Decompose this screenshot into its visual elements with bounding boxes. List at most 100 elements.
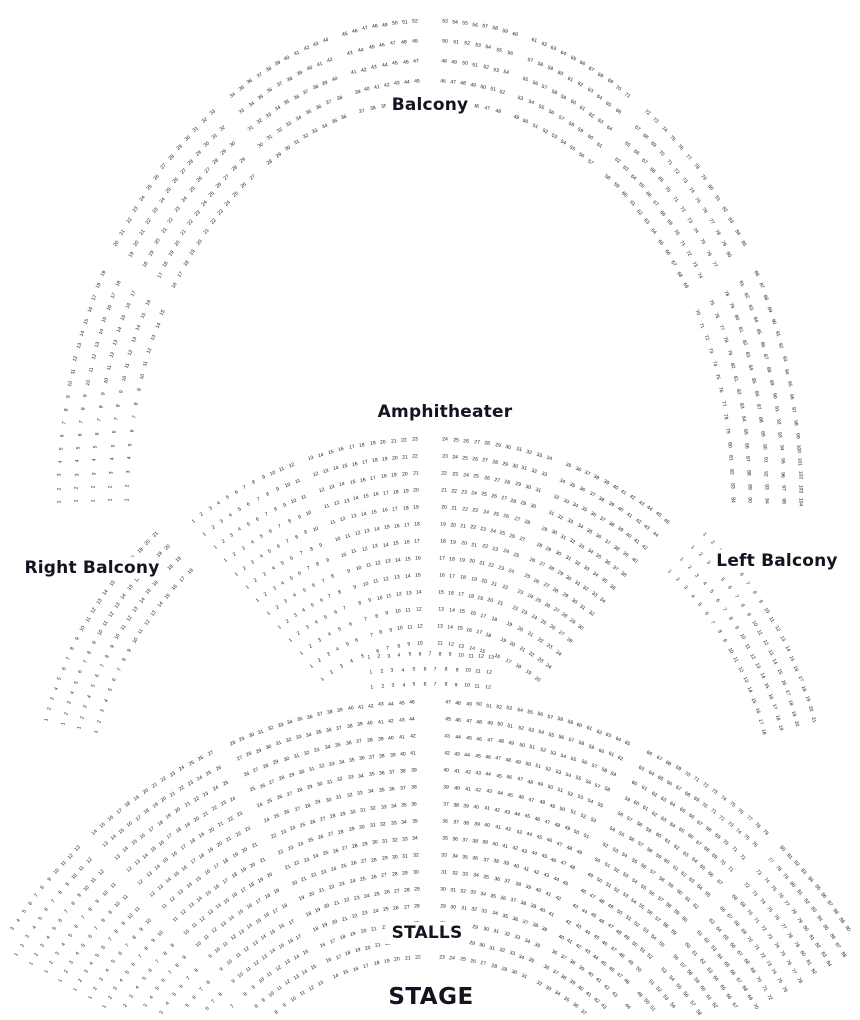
seat-stalls-r4-25[interactable]: 25 xyxy=(382,906,390,914)
seat-balcony-r5-84[interactable]: 84 xyxy=(733,228,742,237)
seat-balcony-r4-1[interactable]: 1 xyxy=(73,499,80,503)
seat-stalls-r13-79[interactable]: 79 xyxy=(791,940,801,949)
seat-balcony-r5-27[interactable]: 27 xyxy=(159,162,168,172)
seat-stalls-r1-15[interactable]: 15 xyxy=(342,968,350,977)
seat-balcony-r3-34[interactable]: 34 xyxy=(274,104,282,113)
seat-stalls-r5-22[interactable]: 22 xyxy=(343,897,351,905)
seat-stalls-r15-23[interactable]: 23 xyxy=(186,779,195,788)
seat-right-balcony-r1-17[interactable]: 17 xyxy=(178,575,187,584)
seat-balcony-r3-94[interactable]: 94 xyxy=(763,498,770,504)
seat-amphitheater-r11-25[interactable]: 25 xyxy=(472,473,480,480)
seat-stalls-r2-9[interactable]: 9 xyxy=(261,997,268,1004)
seat-balcony-r4-27[interactable]: 27 xyxy=(179,167,188,176)
seat-amphitheater-r5-7[interactable]: 7 xyxy=(327,593,333,600)
seat-balcony-r4-79[interactable]: 79 xyxy=(718,239,728,248)
seat-stalls-r15-66[interactable]: 66 xyxy=(665,779,674,788)
seat-amphitheater-r13-25[interactable]: 25 xyxy=(452,437,459,444)
seat-right-balcony-r2-5[interactable]: 5 xyxy=(90,683,97,689)
seat-balcony-r4-19[interactable]: 19 xyxy=(127,250,136,259)
seat-amphitheater-r6-11[interactable]: 11 xyxy=(365,562,372,570)
seat-amphitheater-r5-11[interactable]: 11 xyxy=(372,578,380,586)
seat-stalls-r5-26[interactable]: 26 xyxy=(383,889,390,896)
seat-stalls-r6-9[interactable]: 9 xyxy=(207,953,214,961)
seat-stalls-r11-6[interactable]: 6 xyxy=(100,944,108,951)
seat-amphitheater-r2-6[interactable]: 6 xyxy=(354,637,360,645)
seat-stalls-r6-11[interactable]: 11 xyxy=(221,940,230,949)
seat-amphitheater-r8-3[interactable]: 3 xyxy=(261,571,268,579)
seat-balcony-r1-73[interactable]: 73 xyxy=(706,347,715,355)
seat-right-balcony-r4-20[interactable]: 20 xyxy=(143,538,152,547)
seat-stalls-r14-37[interactable]: 37 xyxy=(356,738,363,746)
seat-amphitheater-r1-18[interactable]: 18 xyxy=(514,662,522,671)
seat-right-balcony-r3-8[interactable]: 8 xyxy=(86,649,94,655)
seat-right-balcony-r2-18[interactable]: 18 xyxy=(166,563,176,572)
seat-balcony-r4-74[interactable]: 74 xyxy=(686,186,696,195)
seat-stalls-r14-84[interactable]: 84 xyxy=(824,959,833,968)
seat-balcony-r4-93[interactable]: 93 xyxy=(776,431,784,439)
seat-stalls-r16-56[interactable]: 56 xyxy=(536,711,544,719)
seat-balcony-r4-85[interactable]: 85 xyxy=(755,328,763,336)
seat-balcony-r1-31[interactable]: 31 xyxy=(292,138,301,147)
seat-amphitheater-r13-43[interactable]: 43 xyxy=(637,499,646,508)
seat-balcony-r4-11[interactable]: 11 xyxy=(87,366,95,374)
seat-stalls-r16-37[interactable]: 37 xyxy=(316,711,324,719)
seat-stalls-r6-37[interactable]: 37 xyxy=(504,878,511,886)
seat-stalls-r16-31[interactable]: 31 xyxy=(257,728,265,736)
seat-stalls-r15-30[interactable]: 30 xyxy=(264,743,273,752)
seat-amphitheater-r10-24[interactable]: 24 xyxy=(470,490,478,497)
seat-stalls-r9-44[interactable]: 44 xyxy=(525,831,533,839)
seat-stalls-r8-12[interactable]: 12 xyxy=(198,915,207,924)
seat-balcony-r4-84[interactable]: 84 xyxy=(751,315,759,324)
seat-amphitheater-r11-31[interactable]: 31 xyxy=(534,487,542,495)
seat-balcony-r1-29[interactable]: 29 xyxy=(274,151,283,160)
seat-stalls-r16-47[interactable]: 47 xyxy=(445,699,452,706)
seat-left-balcony-r4-13[interactable]: 13 xyxy=(778,634,787,643)
seat-balcony-r3-8[interactable]: 8 xyxy=(97,405,105,410)
seat-balcony-r1-30[interactable]: 30 xyxy=(283,144,292,153)
seat-stalls-r3-15[interactable]: 15 xyxy=(302,948,311,957)
seat-stalls-r6-56[interactable]: 56 xyxy=(681,991,690,1000)
seat-balcony-r5-76[interactable]: 76 xyxy=(676,143,685,152)
seat-stalls-r10-11[interactable]: 11 xyxy=(160,903,169,911)
seat-balcony-r4-87[interactable]: 87 xyxy=(762,353,770,361)
seat-amphitheater-r3-16[interactable]: 16 xyxy=(469,610,477,618)
seat-balcony-r4-21[interactable]: 21 xyxy=(138,228,147,237)
seat-stalls-r13-58[interactable]: 58 xyxy=(603,786,611,794)
seat-left-balcony-r1-5[interactable]: 5 xyxy=(696,601,703,608)
seat-balcony-r5-38[interactable]: 38 xyxy=(264,65,273,74)
seat-amphitheater-r6-9[interactable]: 9 xyxy=(347,567,352,575)
seat-stalls-r5-40[interactable]: 40 xyxy=(538,906,546,915)
seat-stalls-r11-49[interactable]: 49 xyxy=(548,802,556,810)
seat-balcony-r2-16[interactable]: 16 xyxy=(144,299,153,307)
seat-stalls-r5-6[interactable]: 6 xyxy=(191,994,198,1001)
seat-balcony-r2-29[interactable]: 29 xyxy=(238,156,247,166)
seat-stalls-r2-38[interactable]: 38 xyxy=(559,973,568,982)
seat-amphitheater-r9-1[interactable]: 1 xyxy=(233,570,240,578)
seat-balcony-r1-81[interactable]: 81 xyxy=(727,455,735,462)
seat-stalls-r5-23[interactable]: 23 xyxy=(353,894,360,902)
seat-amphitheater-r5-9[interactable]: 9 xyxy=(352,583,358,591)
seat-stalls-r4-49[interactable]: 49 xyxy=(635,990,644,999)
seat-stalls-r15-55[interactable]: 55 xyxy=(547,731,555,739)
seat-stalls-r10-55[interactable]: 55 xyxy=(630,857,639,866)
seat-stalls-r12-21[interactable]: 21 xyxy=(216,820,225,829)
seat-balcony-r2-10[interactable]: 10 xyxy=(120,375,128,383)
seat-stalls-r10-6[interactable]: 6 xyxy=(117,950,124,957)
seat-balcony-r3-11[interactable]: 11 xyxy=(105,364,113,372)
seat-amphitheater-r6-15[interactable]: 15 xyxy=(405,556,412,563)
seat-amphitheater-front-r1-10[interactable]: 10 xyxy=(463,682,470,689)
seat-stalls-r5-53[interactable]: 53 xyxy=(661,993,670,1002)
seat-balcony-r2-57[interactable]: 57 xyxy=(557,114,565,123)
seat-stalls-r8-53[interactable]: 53 xyxy=(621,891,630,900)
seat-amphitheater-r10-7[interactable]: 7 xyxy=(277,523,283,530)
seat-stalls-r11-70[interactable]: 70 xyxy=(745,935,754,944)
seat-balcony-r2-48[interactable]: 48 xyxy=(460,80,467,88)
seat-balcony-r4-15[interactable]: 15 xyxy=(101,315,109,324)
seat-amphitheater-r10-39[interactable]: 39 xyxy=(621,550,630,559)
seat-amphitheater-front-r3-1[interactable]: 1 xyxy=(366,654,371,662)
seat-stalls-r11-59[interactable]: 59 xyxy=(653,852,662,861)
seat-stalls-r6-23[interactable]: 23 xyxy=(338,880,346,889)
seat-stalls-r16-17[interactable]: 17 xyxy=(115,807,124,816)
seat-amphitheater-r12-24[interactable]: 24 xyxy=(451,454,458,461)
seat-stalls-r15-1[interactable]: 1 xyxy=(13,952,20,958)
